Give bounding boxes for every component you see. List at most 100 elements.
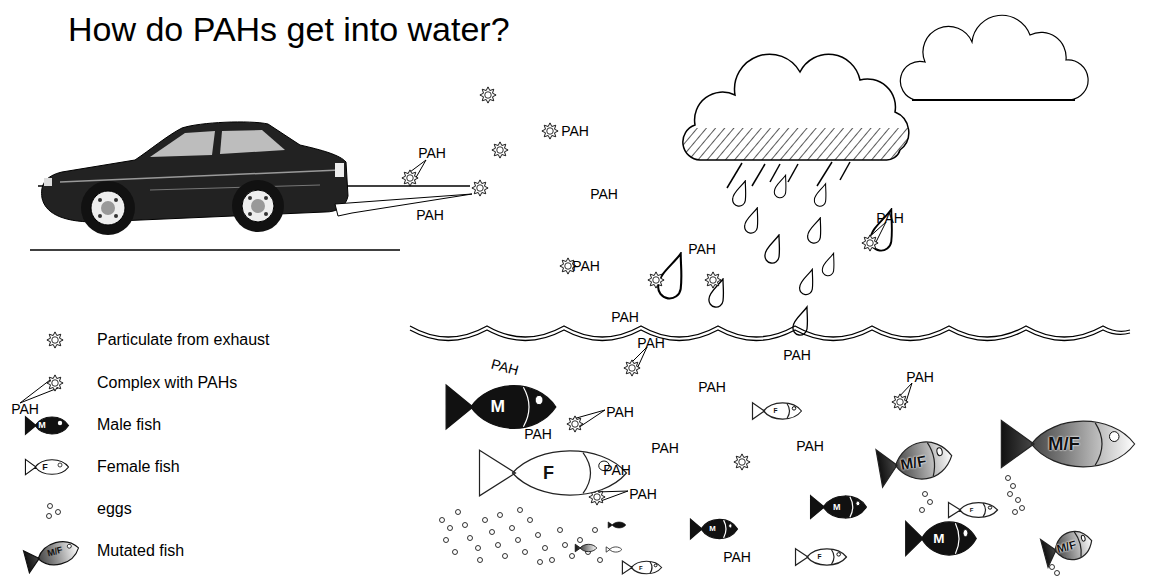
exhaust-particle (862, 235, 878, 251)
fish-letter: M (709, 525, 716, 533)
title: How do PAHs get into water? (68, 10, 510, 49)
car (42, 122, 348, 235)
rain-drop (800, 269, 813, 294)
fish-letter: F (817, 554, 821, 561)
fish-eye (856, 501, 860, 506)
egg (1016, 498, 1021, 503)
exhaust-particle (648, 272, 664, 288)
legend-entry: Male fish (97, 417, 161, 433)
fish-gill (927, 442, 937, 476)
egg (453, 550, 458, 555)
egg (516, 538, 521, 543)
small-cloud (900, 15, 1088, 100)
pah-label: PAH (606, 405, 634, 419)
egg (463, 523, 468, 528)
fish-body (796, 549, 847, 566)
egg (1006, 476, 1011, 481)
pah-label: PAH (906, 370, 934, 384)
egg (1020, 506, 1025, 511)
legend-fish-letter: M (38, 421, 46, 430)
car (242, 190, 274, 222)
rain-drop (774, 175, 786, 197)
egg (558, 528, 563, 533)
big-cloud (680, 54, 920, 168)
pah-label: PAH (611, 310, 639, 324)
exhaust-particle (472, 180, 488, 196)
fish-letter: M (933, 532, 944, 546)
male-fish: M (905, 516, 977, 561)
fish-letter: M/F (899, 453, 927, 472)
pah-label: PAH (11, 402, 39, 416)
legend-entry: Female fish (97, 459, 180, 475)
fish-letter: M (833, 503, 841, 512)
tiny-fish (575, 544, 597, 552)
fish-letter: M (490, 398, 505, 415)
male-fish: M (690, 516, 738, 542)
rain-streak (727, 163, 742, 188)
legend-fish-symbol (25, 459, 68, 474)
egg (923, 492, 928, 497)
fish-gill (787, 404, 790, 419)
rain-streak (840, 162, 850, 180)
fish-eye (837, 553, 841, 557)
egg (570, 554, 575, 559)
egg (468, 536, 473, 541)
egg (550, 558, 555, 563)
exhaust-particle (492, 142, 508, 158)
exhaust-arrow (335, 194, 472, 216)
egg (48, 504, 53, 509)
rain-drop (765, 235, 780, 263)
fish-gill (583, 453, 591, 494)
egg (578, 538, 583, 543)
fish-body (811, 496, 867, 519)
pah-label: PAH (603, 463, 631, 477)
exhaust-particle (47, 87, 908, 505)
egg (496, 543, 501, 548)
egg (440, 518, 445, 523)
pah-label: PAH (629, 487, 657, 501)
rain-streak (817, 162, 832, 186)
fish-letter: M/F (1048, 435, 1080, 454)
car (60, 170, 340, 182)
legend-entry: Particulate from exhaust (97, 332, 270, 348)
legend-fish-symbol (24, 537, 82, 573)
exhaust-particle (734, 454, 750, 470)
legend-entry: Mutated fish (97, 543, 184, 559)
egg (1050, 565, 1055, 570)
water-surface (410, 326, 1130, 341)
fish-eye (988, 506, 992, 509)
pah-label: PAH (876, 211, 904, 225)
legend-fish-symbol (24, 537, 82, 573)
legend-text: Complex with PAHs (97, 374, 237, 391)
legend-fish-symbol (25, 417, 68, 434)
pah-label: PAH (590, 187, 618, 201)
legend-text: Mutated fish (97, 542, 184, 559)
rain-drop (658, 254, 681, 299)
pah-label: PAH (637, 336, 665, 350)
fish-eye (654, 564, 657, 567)
car (248, 196, 252, 200)
female-fish: F (622, 559, 662, 576)
egg (543, 546, 548, 551)
car (248, 212, 252, 216)
egg (448, 526, 453, 531)
pah-label: PAH (783, 348, 811, 362)
fish-gill (724, 520, 726, 538)
fish-eye (1109, 432, 1119, 442)
tiny-fish (606, 547, 622, 552)
fish-eye (729, 524, 732, 528)
car (251, 199, 265, 213)
fish-eye (535, 395, 543, 404)
fish-body (753, 403, 802, 420)
car (91, 191, 125, 225)
pah-label: PAH (796, 439, 824, 453)
car (150, 185, 320, 190)
exhaust-particle (402, 170, 418, 186)
fish-letter: F (773, 408, 777, 415)
rain-drop (658, 175, 892, 335)
pah-label: PAH (651, 441, 679, 455)
legend-entry: eggs (97, 501, 132, 517)
rain-streak (788, 164, 798, 182)
fish-eye (963, 530, 968, 537)
legend-text: Particulate from exhaust (97, 331, 270, 348)
